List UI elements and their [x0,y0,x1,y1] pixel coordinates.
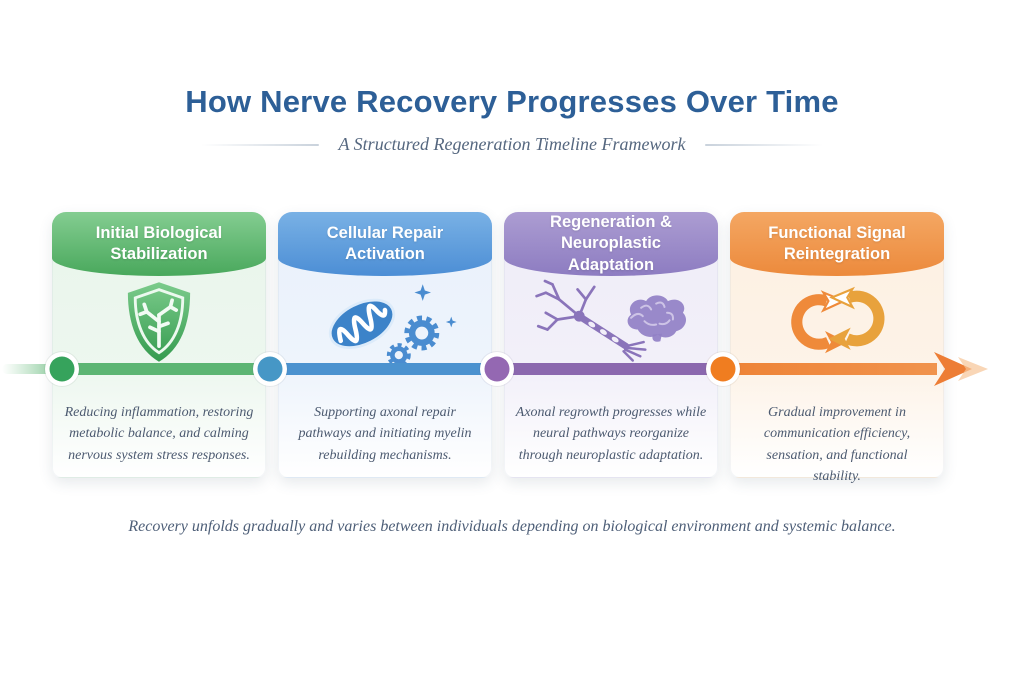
mitochondria-gears-icon [328,284,457,368]
stage-card-regeneration: Regeneration & Neuroplastic Adaptation [504,212,718,478]
stage-title: Regeneration & Neuroplastic Adaptation [504,212,718,276]
timeline-graphic [2,351,988,387]
stage-card-reintegration: Functional Signal Reintegration Gradual … [730,212,944,484]
cycle-arrows-icon [791,286,885,354]
stage-title: Initial Biological Stabilization [52,212,266,276]
timeline-dot-regeneration [479,351,515,387]
subtitle-rule-right [705,143,824,146]
stage-description: Gradual improvement in communication eff… [763,405,911,484]
stage-icon-zone [279,276,491,368]
neuron-brain-icon [535,279,687,362]
timeline-segment-orange [723,363,937,375]
stage-icon-zone [53,276,265,368]
timeline-dot-stabilization [44,351,80,387]
timeline-segment-blue [270,363,497,375]
stage-icon-zone [731,276,943,368]
stage-card-repair: Cellular Repair Activation Supporting ax… [278,212,492,478]
stage-card-stabilization: Initial Biological Stabilization Reducin… [52,212,266,478]
timeline-segment-green [62,363,270,375]
timeline-segment-purple [497,363,723,375]
recovery-timeline [0,349,1024,391]
timeline-arrowhead-icon [934,352,972,386]
stage-icon-zone [505,276,717,368]
stage-description: Supporting axonal repair pathways and in… [298,405,472,463]
stage-description: Axonal regrowth progresses while neural … [515,405,707,463]
subtitle-rule-left [200,143,319,146]
stage-title: Functional Signal Reintegration [730,212,944,276]
subtitle-text: A Structured Regeneration Timeline Frame… [338,134,686,154]
footer-note: Recovery unfolds gradually and varies be… [128,518,896,535]
shield-neuron-icon [127,282,191,362]
timeline-arrowhead-echo-icon [958,357,988,381]
page-title: How Nerve Recovery Progresses Over Time [185,84,839,119]
timeline-dot-reintegration [705,351,741,387]
timeline-dot-repair [252,351,288,387]
stage-description: Reducing inflammation, restoring metabol… [64,405,254,463]
stage-title: Cellular Repair Activation [278,212,492,276]
subtitle: A Structured Regeneration Timeline Frame… [0,134,1024,155]
